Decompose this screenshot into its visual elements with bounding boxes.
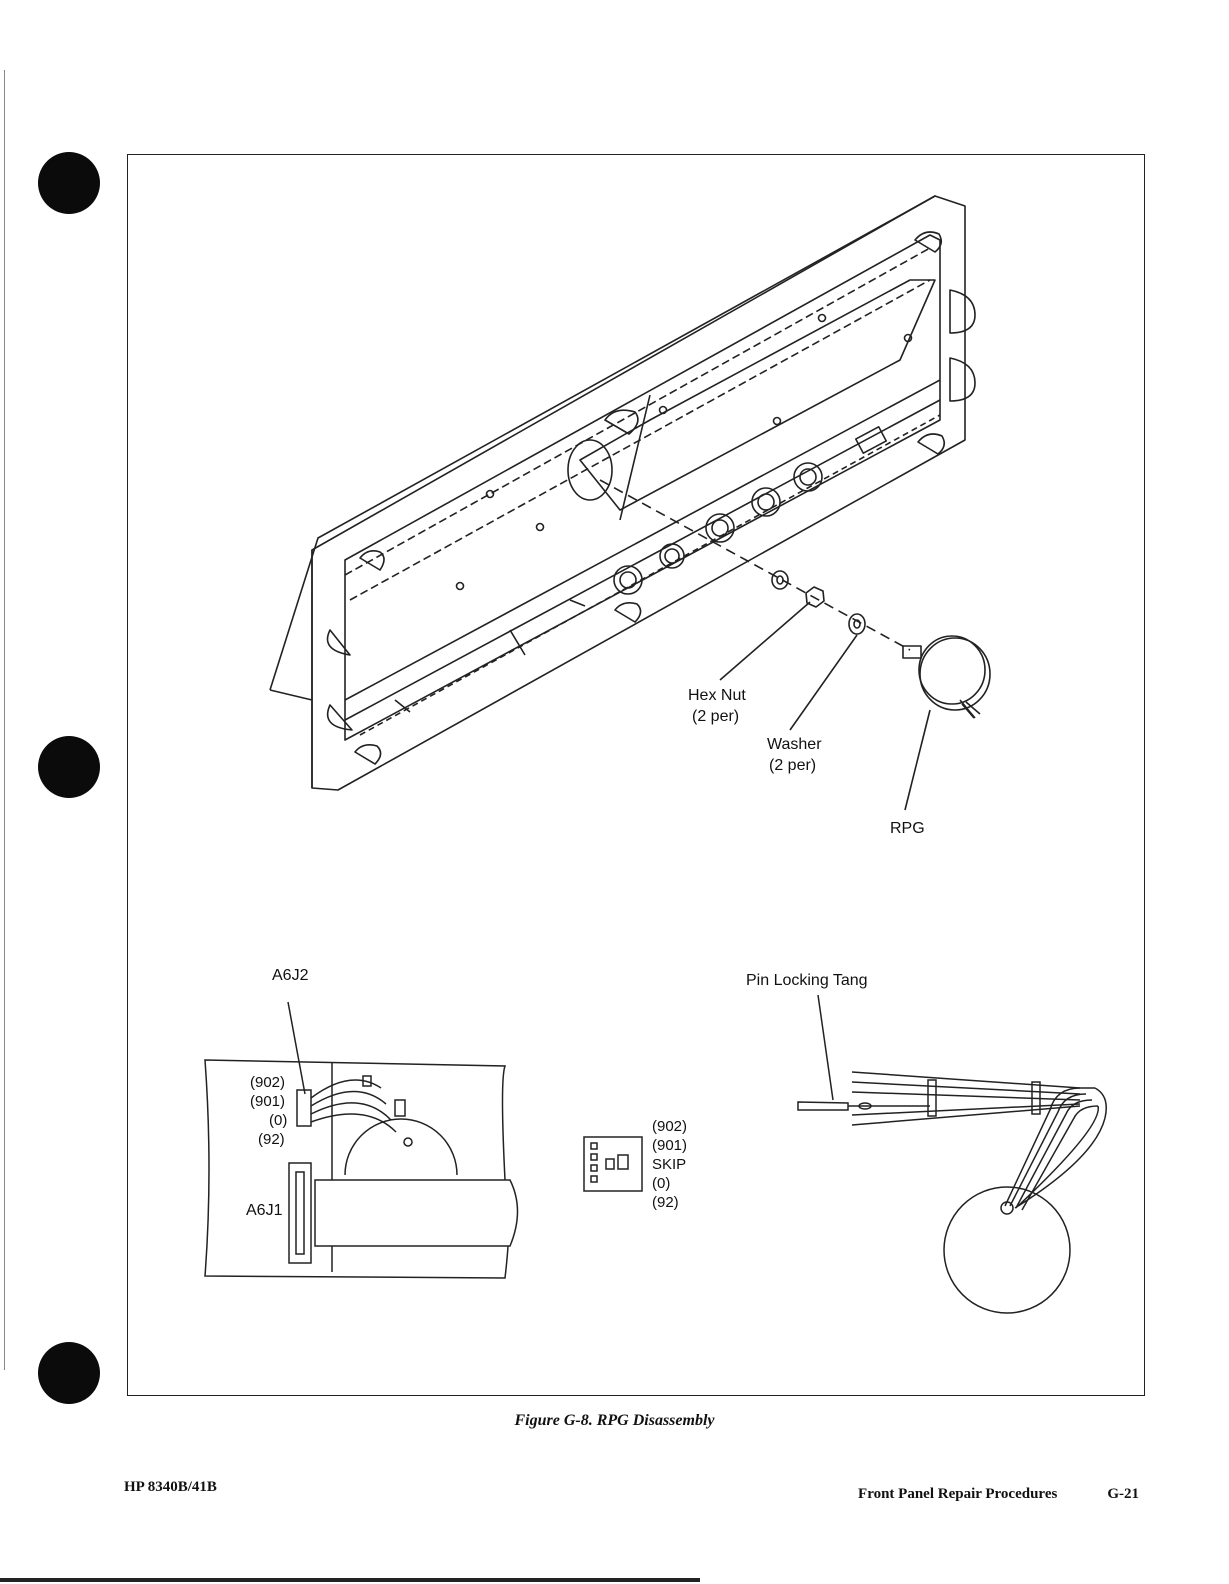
footer-section: Front Panel Repair Procedures <box>858 1486 1057 1502</box>
conn-mid-pin-3: SKIP <box>652 1156 686 1173</box>
label-washer-qty: (2 per) <box>769 757 816 774</box>
footer-section-page: Front Panel Repair Procedures G-21 <box>858 1486 1139 1503</box>
label-washer: Washer <box>767 736 822 753</box>
label-a6j2: A6J2 <box>272 967 309 984</box>
conn-mid-pin-1: (902) <box>652 1118 687 1135</box>
conn-left-pin-2: (901) <box>250 1093 285 1110</box>
conn-mid-pin-4: (0) <box>652 1175 670 1192</box>
label-a6j1: A6J1 <box>246 1202 283 1219</box>
label-pin-locking-tang: Pin Locking Tang <box>746 972 868 989</box>
conn-left-pin-4: (92) <box>258 1131 285 1148</box>
conn-mid-pin-2: (901) <box>652 1137 687 1154</box>
footer-page-number: G-21 <box>1107 1486 1139 1502</box>
conn-left-pin-3: (0) <box>269 1112 287 1129</box>
conn-left-pin-1: (902) <box>250 1074 285 1091</box>
conn-mid-pin-5: (92) <box>652 1194 679 1211</box>
label-rpg: RPG <box>890 820 925 837</box>
bottom-rule <box>0 1578 700 1582</box>
label-hex-nut: Hex Nut <box>688 687 746 704</box>
figure-caption: Figure G-8. RPG Disassembly <box>0 1412 1229 1430</box>
footer-model: HP 8340B/41B <box>124 1479 217 1496</box>
front-panel-drawing <box>270 196 990 810</box>
label-hex-nut-qty: (2 per) <box>692 708 739 725</box>
connector-detail-drawing <box>205 995 1106 1313</box>
